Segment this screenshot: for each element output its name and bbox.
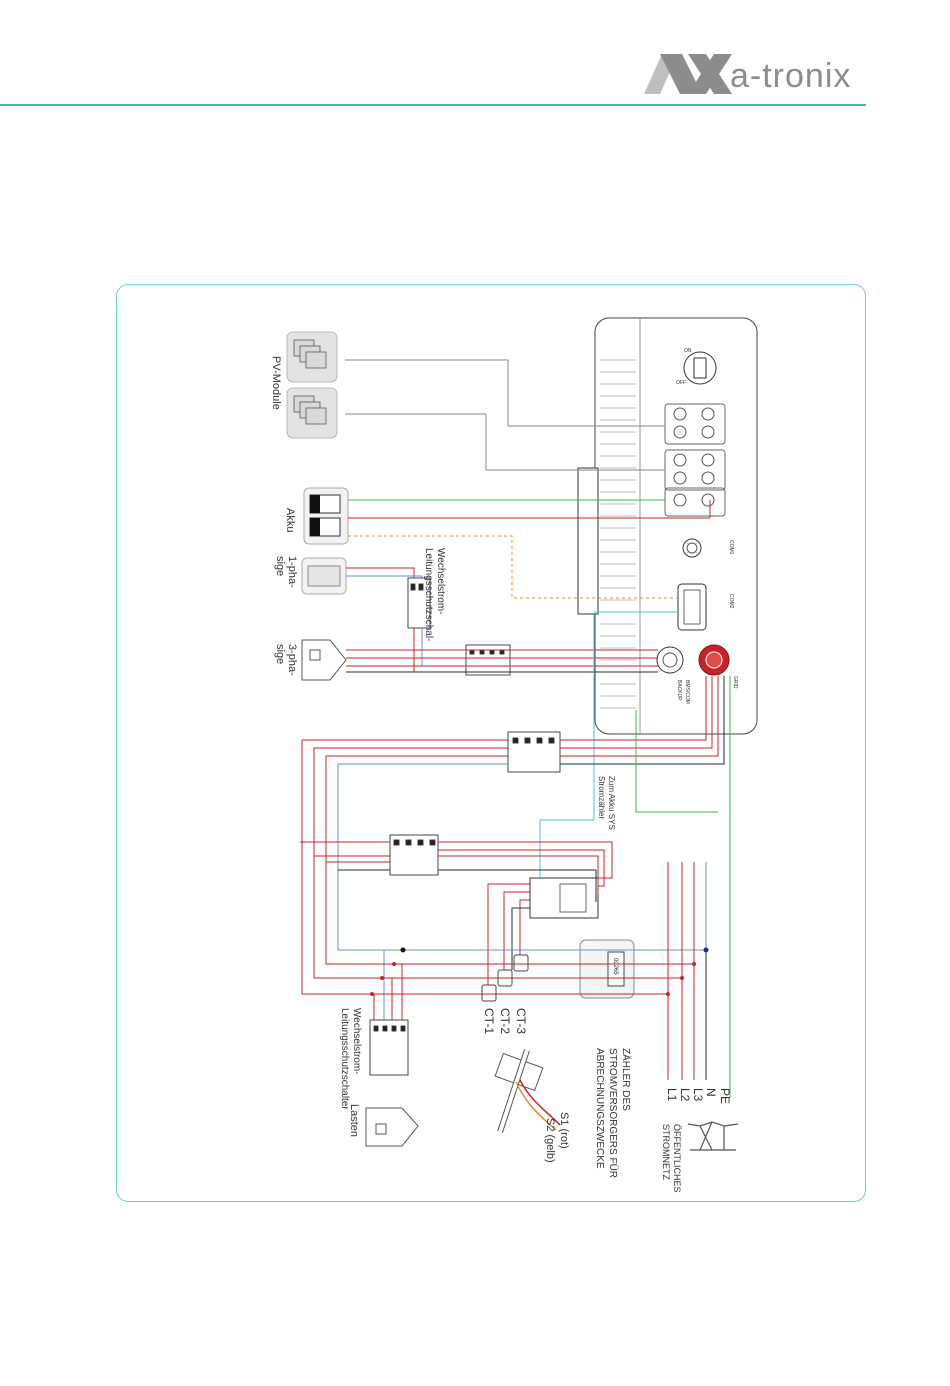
breaker-icon bbox=[369, 577, 561, 1076]
inverter bbox=[577, 317, 758, 735]
grid-pe-label: PE bbox=[718, 1088, 732, 1105]
port-bms-label: BMS/COM bbox=[684, 680, 690, 704]
diagram-frame bbox=[116, 284, 866, 1202]
breaker-loads-label: Wechselstrom- Leitungsschutzschalter bbox=[339, 1008, 362, 1110]
header-divider bbox=[0, 104, 866, 106]
grid-l2-label: L2 bbox=[678, 1088, 692, 1102]
battery-icon bbox=[303, 487, 349, 545]
utility-meter-icon bbox=[579, 939, 635, 999]
grid-l3-label: L3 bbox=[691, 1088, 705, 1102]
junction-dots bbox=[370, 947, 709, 996]
meter-icon bbox=[529, 877, 599, 919]
grid-l1-label: L1 bbox=[665, 1088, 679, 1102]
port-com2-label: COM2 bbox=[728, 594, 734, 609]
switch-off-label: OFF bbox=[676, 380, 686, 386]
utility-meter-label: ZÄHLER DES STROMVERSORGERS FÜR ABRECHNUN… bbox=[594, 1048, 631, 1179]
port-backup-label: BACKUP bbox=[676, 680, 682, 701]
single-phase-label: 1-pha- sige bbox=[274, 556, 298, 588]
ct1-label: CT-1 bbox=[482, 1008, 496, 1035]
s1-label: S1 (rot) bbox=[558, 1112, 570, 1149]
plug-icon bbox=[301, 557, 347, 595]
switch-on-label: ON bbox=[684, 348, 692, 354]
pylon-icon bbox=[687, 1121, 739, 1151]
three-phase-label: 3-pha- sige bbox=[274, 644, 298, 676]
ct2-label: CT-2 bbox=[498, 1008, 512, 1035]
loads-label: Lasten bbox=[348, 1104, 360, 1138]
meter-display: 00265 bbox=[612, 958, 618, 975]
grid-n-label: N bbox=[704, 1088, 718, 1097]
public-grid-label: ÖFFENTLICHES STROMNETZ bbox=[661, 1124, 682, 1193]
ct3-label: CT-3 bbox=[514, 1008, 528, 1035]
port-com1-label: COM1 bbox=[728, 540, 734, 555]
pv-modules-label: PV-Module bbox=[270, 356, 282, 410]
breaker-top-label: Wechselstrom- Leitungsschutzschal- bbox=[423, 548, 446, 642]
solar-panel-icon bbox=[286, 331, 338, 439]
to-battery-label: Zum Akku SYS Stromzähler bbox=[597, 776, 616, 830]
brand-logo-icon bbox=[644, 54, 732, 94]
brand-name: a-tronix bbox=[730, 57, 852, 95]
wires bbox=[300, 359, 731, 1098]
ct-detail-icon bbox=[494, 1049, 561, 1133]
loads-house-icon bbox=[365, 1107, 419, 1147]
house-icon bbox=[301, 639, 347, 681]
s2-label: S2 (gelb) bbox=[544, 1118, 556, 1163]
battery-label: Akku bbox=[284, 508, 296, 533]
port-grid-label: GRID bbox=[732, 676, 738, 689]
ct-clamp-icon bbox=[481, 954, 529, 1002]
